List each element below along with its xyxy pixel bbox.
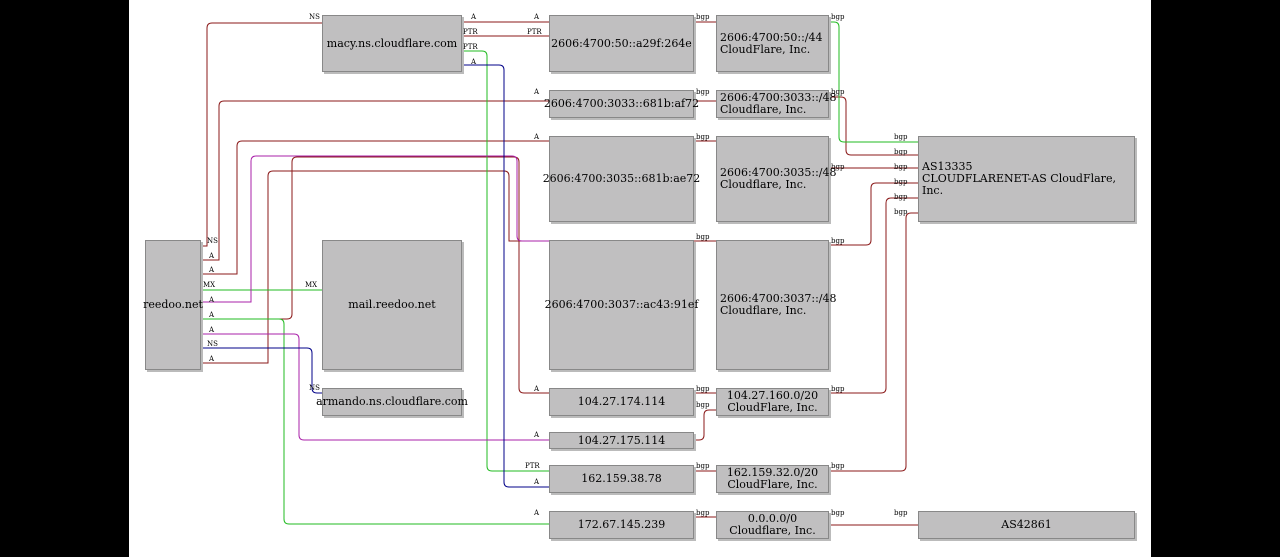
edge-label: bgp [696, 233, 710, 241]
edge-layer [201, 21, 918, 526]
edge-label: bgp [894, 178, 908, 186]
edge-label: bgp [894, 193, 908, 201]
edge-label: PTR [463, 43, 478, 51]
edge-label: A [471, 58, 477, 66]
edge-label: bgp [894, 148, 908, 156]
edge-reedoo-91ef-a [201, 170, 549, 364]
edge-macy-38-ptr [462, 50, 549, 472]
edge-label: bgp [831, 237, 845, 245]
edge-label: bgp [696, 462, 710, 470]
edge-pfx3033-as [829, 96, 918, 156]
edge-reedoo-174-a [201, 156, 549, 394]
edge-label: A [534, 88, 540, 96]
edge-label: bgp [831, 88, 845, 96]
node-as13335[interactable]: AS13335 CLOUDFLARENET-AS CloudFlare, Inc… [918, 136, 1135, 222]
edge-label: A [534, 431, 540, 439]
node-ip-264e[interactable]: 2606:4700:50::a29f:264e [549, 15, 694, 72]
edge-label: PTR [525, 462, 540, 470]
edge-label: PTR [463, 28, 478, 36]
edge-label: bgp [696, 401, 710, 409]
node-macy[interactable]: macy.ns.cloudflare.com [322, 15, 462, 72]
node-pfx-0[interactable]: 0.0.0.0/0 Cloudflare, Inc. [716, 511, 829, 539]
diagram-canvas: reedoo.net macy.ns.cloudflare.com mail.r… [129, 0, 1151, 557]
edge-pfx50-as [829, 21, 918, 143]
edge-label: NS [207, 237, 218, 245]
node-pfx-3033[interactable]: 2606:4700:3033::/48 Cloudflare, Inc. [716, 90, 837, 118]
edge-label: bgp [831, 163, 845, 171]
edge-label: NS [207, 340, 218, 348]
edge-label: PTR [527, 28, 542, 36]
edge-pfx162-as [829, 212, 918, 472]
edge-label: bgp [894, 133, 908, 141]
edge-label: NS [309, 384, 320, 392]
node-pfx-3035[interactable]: 2606:4700:3035::/48 Cloudflare, Inc. [716, 136, 837, 222]
edge-label: bgp [894, 163, 908, 171]
edge-pfx3037-as [829, 182, 918, 246]
node-ip-239[interactable]: 172.67.145.239 [549, 511, 694, 539]
edge-label: bgp [894, 208, 908, 216]
edge-label: A [209, 252, 215, 260]
node-pfx-50[interactable]: 2606:4700:50::/44 CloudFlare, Inc. [716, 15, 829, 72]
edge-label: A [209, 311, 215, 319]
edge-label: bgp [831, 462, 845, 470]
node-armando[interactable]: armando.ns.cloudflare.com [316, 388, 468, 416]
edge-label: MX [305, 281, 318, 289]
edge-macy-38-a [462, 64, 549, 488]
edge-label: A [209, 296, 215, 304]
edge-label: bgp [696, 13, 710, 21]
node-as42861[interactable]: AS42861 [918, 511, 1135, 539]
edge-label: A [534, 478, 540, 486]
edge-label: A [534, 509, 540, 517]
edge-label: bgp [696, 88, 710, 96]
node-ip-38[interactable]: 162.159.38.78 [549, 465, 694, 493]
node-ip-91ef[interactable]: 2606:4700:3037::ac43:91ef [545, 240, 698, 370]
edge-label: bgp [831, 385, 845, 393]
node-reedoo[interactable]: reedoo.net [143, 240, 203, 370]
edge-reedoo-239-a [201, 318, 549, 525]
edge-reedoo-macy-ns [201, 22, 322, 247]
edge-label: A [209, 355, 215, 363]
edge-label: A [534, 133, 540, 141]
node-pfx-162[interactable]: 162.159.32.0/20 CloudFlare, Inc. [716, 465, 829, 493]
edge-label: bgp [696, 385, 710, 393]
edge-label: A [534, 385, 540, 393]
edge-label: bgp [894, 509, 908, 517]
edge-label: bgp [696, 509, 710, 517]
edge-label: NS [309, 13, 320, 21]
edge-label: A [534, 13, 540, 21]
edge-label: MX [203, 281, 216, 289]
node-mail[interactable]: mail.reedoo.net [322, 240, 462, 370]
edge-label: bgp [696, 133, 710, 141]
edge-reedoo-armando-ns [201, 347, 322, 394]
edge-reedoo-ae72-a2 [201, 155, 549, 303]
edge-reedoo-ae72-a [201, 140, 549, 275]
edge-label: bgp [831, 509, 845, 517]
node-pfx-3037[interactable]: 2606:4700:3037::/48 Cloudflare, Inc. [716, 240, 837, 370]
node-ip-175[interactable]: 104.27.175.114 [549, 432, 694, 449]
edge-label: A [209, 326, 215, 334]
edge-175-pfx104 [694, 409, 716, 441]
edge-label: A [471, 13, 477, 21]
edge-reedoo-af72-a [201, 100, 549, 261]
edge-reedoo-175-a [201, 333, 549, 441]
edge-label: bgp [831, 13, 845, 21]
node-ip-af72[interactable]: 2606:4700:3033::681b:af72 [544, 90, 699, 118]
node-ip-ae72[interactable]: 2606:4700:3035::681b:ae72 [543, 136, 700, 222]
node-pfx-104[interactable]: 104.27.160.0/20 CloudFlare, Inc. [716, 388, 829, 416]
edge-label: A [209, 266, 215, 274]
edge-pfx104-as [829, 197, 918, 394]
node-ip-174[interactable]: 104.27.174.114 [549, 388, 694, 416]
